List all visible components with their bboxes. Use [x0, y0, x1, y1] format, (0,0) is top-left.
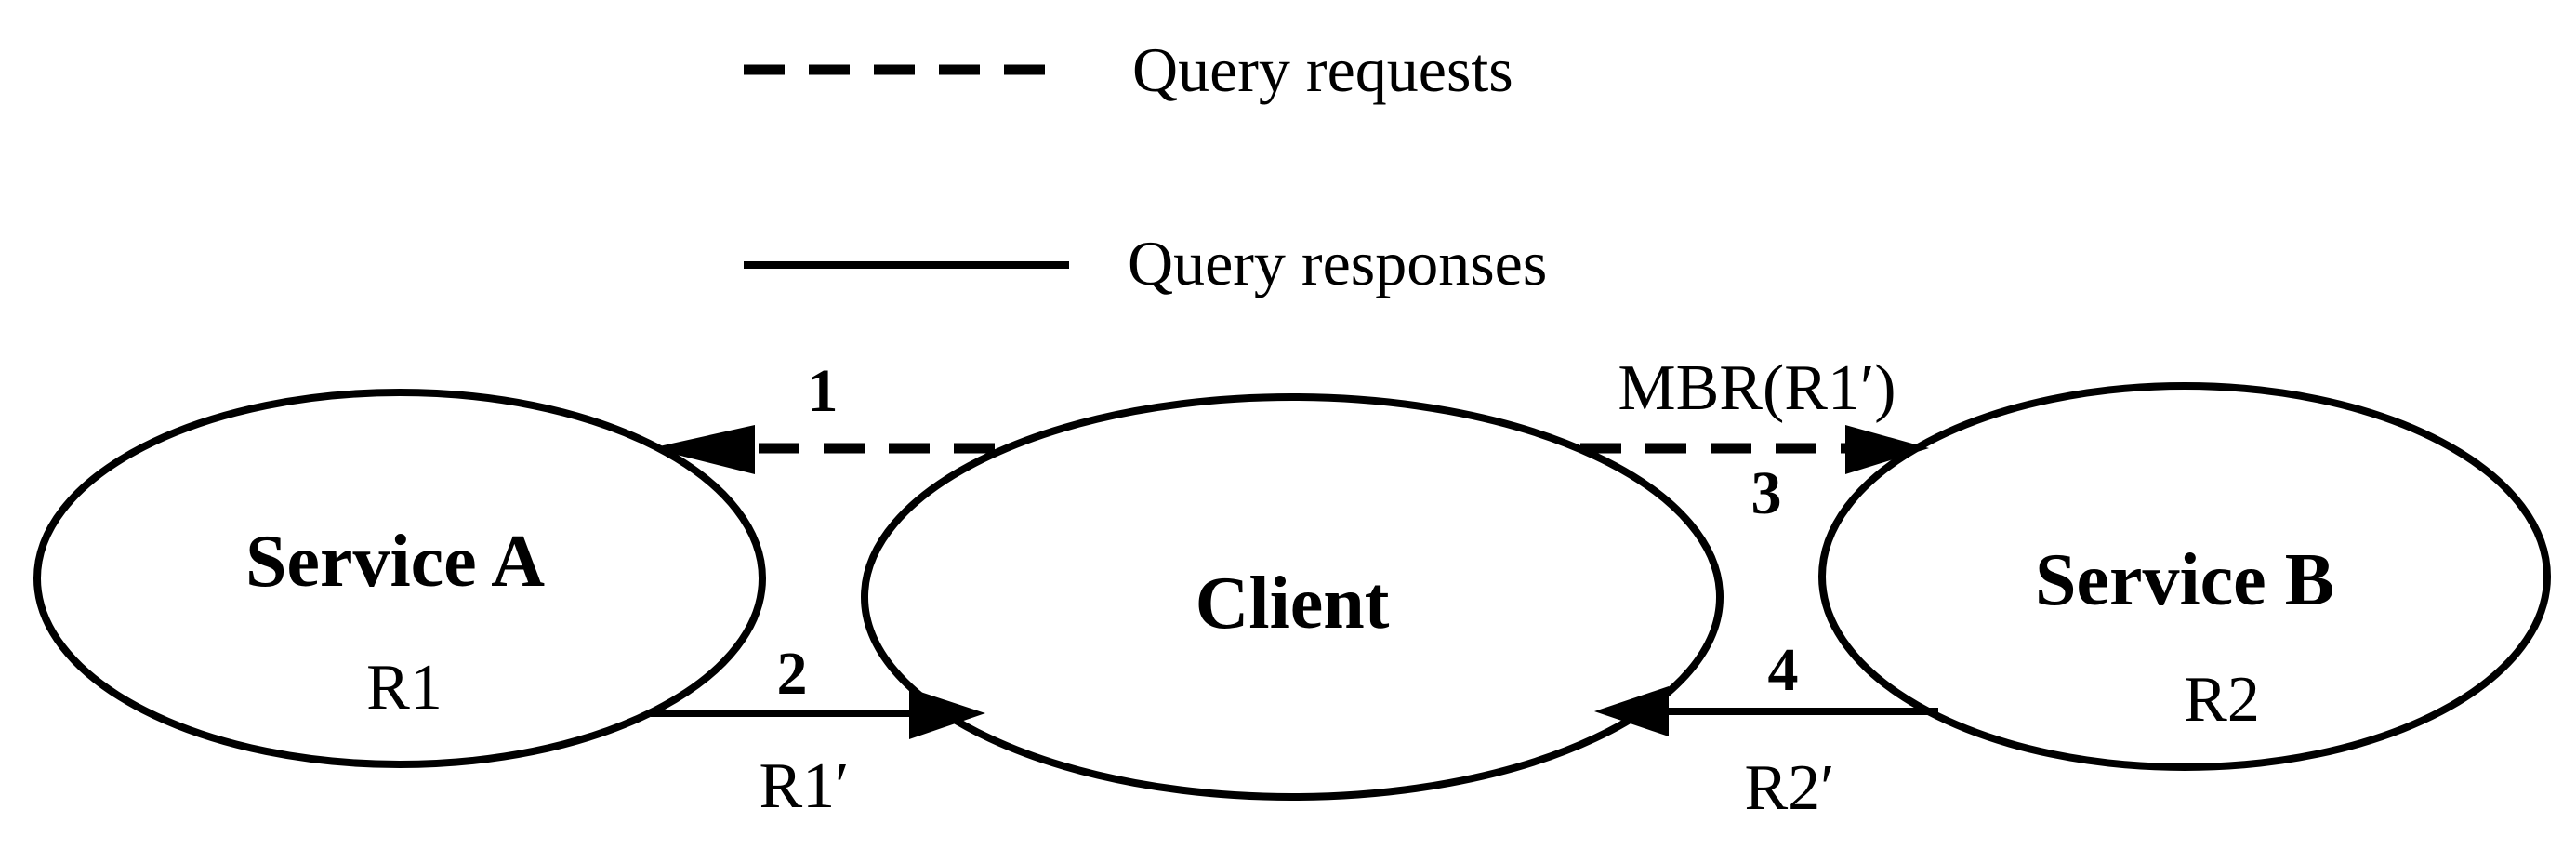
service-b-data-label: R2 — [2184, 664, 2260, 736]
edge-3-number: 3 — [1751, 459, 1782, 527]
edge-step-2: 2 R1′ — [651, 640, 985, 822]
service-a-data-label: R1 — [366, 652, 443, 723]
edge-1-arrowhead — [651, 425, 755, 474]
service-a-node: Service A R1 — [33, 389, 766, 768]
edge-2-result-label: R1′ — [759, 750, 849, 822]
client-title: Client — [1196, 563, 1390, 644]
service-a-ellipse — [33, 389, 766, 768]
edge-step-4: 4 R2′ — [1594, 636, 1938, 824]
edge-2-arrowhead — [909, 688, 985, 739]
service-a-title: Service A — [245, 521, 545, 603]
legend: Query requests Query responses — [744, 34, 1547, 298]
service-b-title: Service B — [2035, 539, 2334, 621]
edge-step-1: 1 — [651, 357, 995, 474]
service-b-node: Service B R2 — [1818, 382, 2551, 771]
client-ellipse — [861, 393, 1724, 801]
edge-1-number: 1 — [808, 357, 839, 425]
legend-responses-label: Query responses — [1128, 228, 1547, 298]
edge-4-number: 4 — [1768, 636, 1799, 704]
edge-2-number: 2 — [777, 640, 808, 708]
service-b-ellipse — [1818, 382, 2551, 771]
client-node: Client — [861, 393, 1724, 801]
edge-4-result-label: R2′ — [1744, 752, 1834, 824]
edge-4-arrowhead — [1594, 686, 1669, 736]
edge-step-3: MBR(R1′) 3 — [1580, 352, 1929, 527]
edge-3-arrowhead — [1845, 425, 1929, 474]
edge-3-mbr-label: MBR(R1′) — [1618, 352, 1896, 424]
legend-requests-label: Query requests — [1132, 34, 1513, 105]
